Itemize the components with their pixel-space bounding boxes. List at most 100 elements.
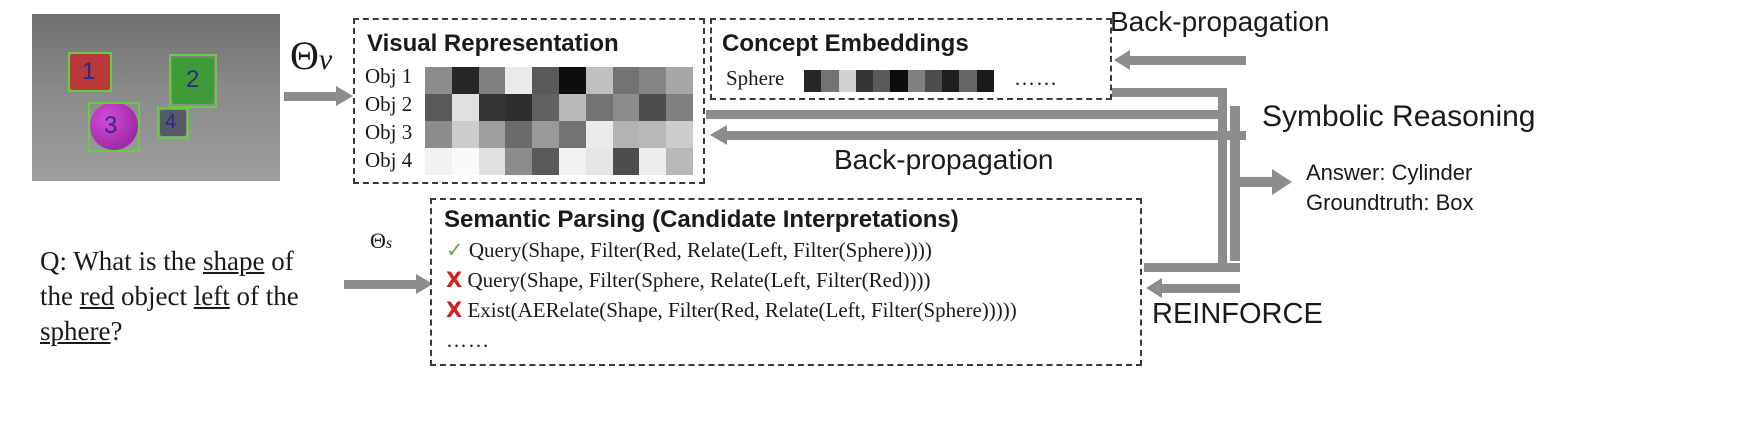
feature-cell — [666, 94, 693, 121]
feature-cell — [451, 121, 479, 148]
cross-icon: X — [446, 298, 463, 322]
answer-text: Answer: Cylinder — [1306, 160, 1473, 185]
feature-cell — [532, 121, 559, 148]
feature-cell — [666, 121, 693, 148]
feature-cell — [425, 121, 452, 148]
arrow-backprop-top-head — [1114, 50, 1130, 70]
scene-box-label-4: 4 — [165, 111, 177, 133]
green-cube — [172, 58, 214, 104]
theta-v-label: Θv — [290, 32, 332, 79]
question-line-2: the red object left of the — [40, 279, 299, 314]
feature-cell — [451, 67, 479, 94]
concept-embeddings-title: Concept Embeddings — [722, 30, 969, 57]
concept-ellipsis: …… — [1014, 66, 1058, 90]
feature-cell — [585, 121, 613, 148]
feature-cell — [532, 148, 559, 175]
obj-label-4: Obj 4 — [365, 148, 413, 172]
feature-cell — [666, 148, 693, 175]
feature-cell — [451, 148, 479, 175]
semantic-parsing-box: Semantic Parsing (Candidate Interpretati… — [430, 198, 1142, 366]
bar-reasoning-trunk — [1218, 88, 1227, 263]
scene-box-3 — [88, 102, 140, 152]
arrow-image-to-visual-head — [336, 86, 353, 106]
embedding-cell — [959, 70, 977, 92]
reinforce-label: REINFORCE — [1152, 298, 1323, 330]
embedding-cell — [821, 70, 839, 92]
program-candidate-3: X Exist(AERelate(Shape, Filter(Red, Rela… — [446, 298, 1017, 323]
program-candidate-1: ✓ Query(Shape, Filter(Red, Relate(Left, … — [446, 238, 932, 263]
backprop-mid-label: Back-propagation — [834, 144, 1054, 175]
theta-s-label: Θs — [370, 228, 392, 254]
arrow-reinforce — [1160, 284, 1240, 293]
arrow-to-answer — [1230, 177, 1274, 187]
scene-box-label-3: 3 — [104, 112, 118, 139]
theta-s-symbol: Θ — [370, 228, 386, 253]
visual-feature-matrix — [425, 67, 693, 175]
scene-box-label-2: 2 — [186, 66, 200, 93]
grey-cube — [160, 110, 186, 136]
feature-cell — [478, 94, 506, 121]
groundtruth-text: Groundtruth: Box — [1306, 190, 1474, 215]
red-cube — [70, 54, 110, 90]
arrow-question-to-parsing-head — [416, 274, 433, 294]
feature-cell — [425, 67, 452, 94]
embedding-cell — [804, 70, 822, 92]
feature-cell — [425, 148, 452, 175]
feature-cell — [612, 67, 640, 94]
backprop-top-label: Back-propagation — [1110, 6, 1330, 37]
embedding-cell — [942, 70, 960, 92]
feature-cell — [451, 94, 479, 121]
concept-embedding-vector — [804, 70, 994, 92]
theta-v-subscript: v — [318, 43, 333, 76]
feature-cell — [558, 94, 586, 121]
feature-cell — [558, 148, 586, 175]
program-text-2: Query(Shape, Filter(Sphere, Relate(Left,… — [467, 268, 931, 292]
embedding-cell — [855, 70, 874, 92]
scene-box-1 — [68, 52, 112, 92]
scene-image: 1 2 3 4 — [32, 14, 280, 181]
feature-cell — [612, 94, 640, 121]
program-text-1: Query(Shape, Filter(Red, Relate(Left, Fi… — [468, 238, 932, 262]
arrow-to-answer-head — [1272, 169, 1292, 195]
obj-label-2: Obj 2 — [365, 92, 413, 116]
symbolic-reasoning-title: Symbolic Reasoning — [1262, 100, 1536, 133]
feature-cell — [505, 121, 533, 148]
feature-cell — [505, 148, 533, 175]
embedding-cell — [907, 70, 925, 92]
feature-cell — [505, 94, 533, 121]
bar-concept-to-trunk — [1112, 88, 1226, 97]
feature-cell — [558, 67, 586, 94]
question-line-1: Q: What is the shape of — [40, 244, 299, 279]
question-word-sphere: sphere — [40, 316, 111, 346]
feature-cell — [639, 148, 667, 175]
feature-cell — [558, 121, 586, 148]
feature-cell — [585, 94, 613, 121]
feature-cell — [478, 121, 506, 148]
question-text: Q: What is the shape of the red object l… — [40, 244, 299, 349]
embedding-cell — [890, 70, 908, 92]
question-word-left: left — [193, 281, 230, 311]
scene-box-label-1: 1 — [82, 58, 96, 85]
arrow-reinforce-head — [1146, 278, 1162, 298]
bar-parsing-to-trunk — [1144, 263, 1240, 272]
arrow-image-to-visual — [284, 92, 338, 101]
feature-cell — [478, 148, 506, 175]
scene-box-2 — [169, 54, 217, 108]
purple-sphere — [90, 102, 138, 150]
feature-cell — [425, 94, 452, 121]
visual-representation-title: Visual Representation — [367, 30, 619, 57]
obj-label-1: Obj 1 — [365, 64, 413, 88]
question-part-3: the — [40, 281, 80, 311]
question-part-6: ? — [110, 316, 123, 346]
feature-cell — [612, 148, 640, 175]
visual-representation-box: Visual Representation Obj 1 Obj 2 Obj 3 … — [353, 18, 705, 184]
program-text-3: Exist(AERelate(Shape, Filter(Red, Relate… — [467, 298, 1017, 322]
arrow-backprop-mid — [726, 131, 1246, 140]
question-word-shape: shape — [202, 246, 265, 276]
question-part-4: object — [114, 281, 194, 311]
feature-cell — [532, 67, 559, 94]
embedding-cell — [838, 70, 856, 92]
question-word-red: red — [79, 281, 115, 311]
program-ellipsis: …… — [446, 328, 490, 352]
theta-v-symbol: Θ — [290, 33, 319, 78]
